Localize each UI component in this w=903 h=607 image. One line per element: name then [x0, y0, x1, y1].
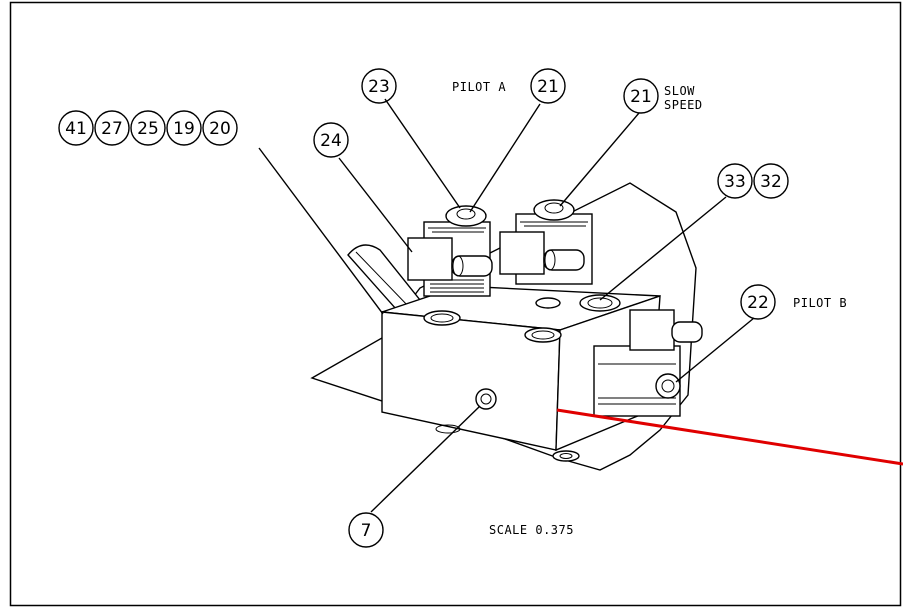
label-scale: SCALE 0.375: [489, 523, 574, 537]
middle-valve: [499, 199, 593, 285]
balloon-33-text: 33: [724, 172, 746, 192]
label-pilot-a: PILOT A: [452, 80, 506, 94]
balloon-25-text: 25: [137, 119, 159, 139]
balloon-41-text: 41: [65, 119, 87, 139]
balloon-32: 32: [753, 163, 789, 199]
balloon-41: 41: [58, 110, 94, 146]
balloon-32-text: 32: [760, 172, 782, 192]
balloon-23: 23: [361, 68, 397, 104]
balloon-21-slow-speed-text: 21: [630, 87, 652, 107]
top-ports: [423, 294, 621, 343]
left-valve: [407, 205, 493, 297]
front-port: [475, 388, 497, 410]
balloon-27: 27: [94, 110, 130, 146]
balloon-27-text: 27: [101, 119, 123, 139]
label-speed: SPEED: [664, 98, 703, 112]
balloon-21-slow-speed: 21: [623, 78, 659, 114]
balloon-22: 22: [740, 284, 776, 320]
plate-hole-2: [435, 424, 461, 434]
balloon-21-pilot-a-text: 21: [537, 77, 559, 97]
balloon-7-text: 7: [361, 521, 372, 541]
plate-hole-1: [552, 450, 580, 462]
balloon-24-text: 24: [320, 131, 342, 151]
balloon-23-text: 23: [368, 77, 390, 97]
balloon-20: 20: [202, 110, 238, 146]
leader-lines: [258, 98, 755, 513]
balloon-19-text: 19: [173, 119, 195, 139]
balloon-20-text: 20: [209, 119, 231, 139]
balloon-24: 24: [313, 122, 349, 158]
right-valve: [593, 309, 703, 417]
balloon-7: 7: [348, 512, 384, 548]
balloon-33: 33: [717, 163, 753, 199]
balloon-19: 19: [166, 110, 202, 146]
balloon-25: 25: [130, 110, 166, 146]
balloon-21-pilot-a: 21: [530, 68, 566, 104]
label-slow: SLOW: [664, 84, 695, 98]
section-line: [556, 408, 903, 466]
label-pilot-b: PILOT B: [793, 296, 847, 310]
sheet-border: [9, 1, 902, 607]
balloon-22-text: 22: [747, 293, 769, 313]
